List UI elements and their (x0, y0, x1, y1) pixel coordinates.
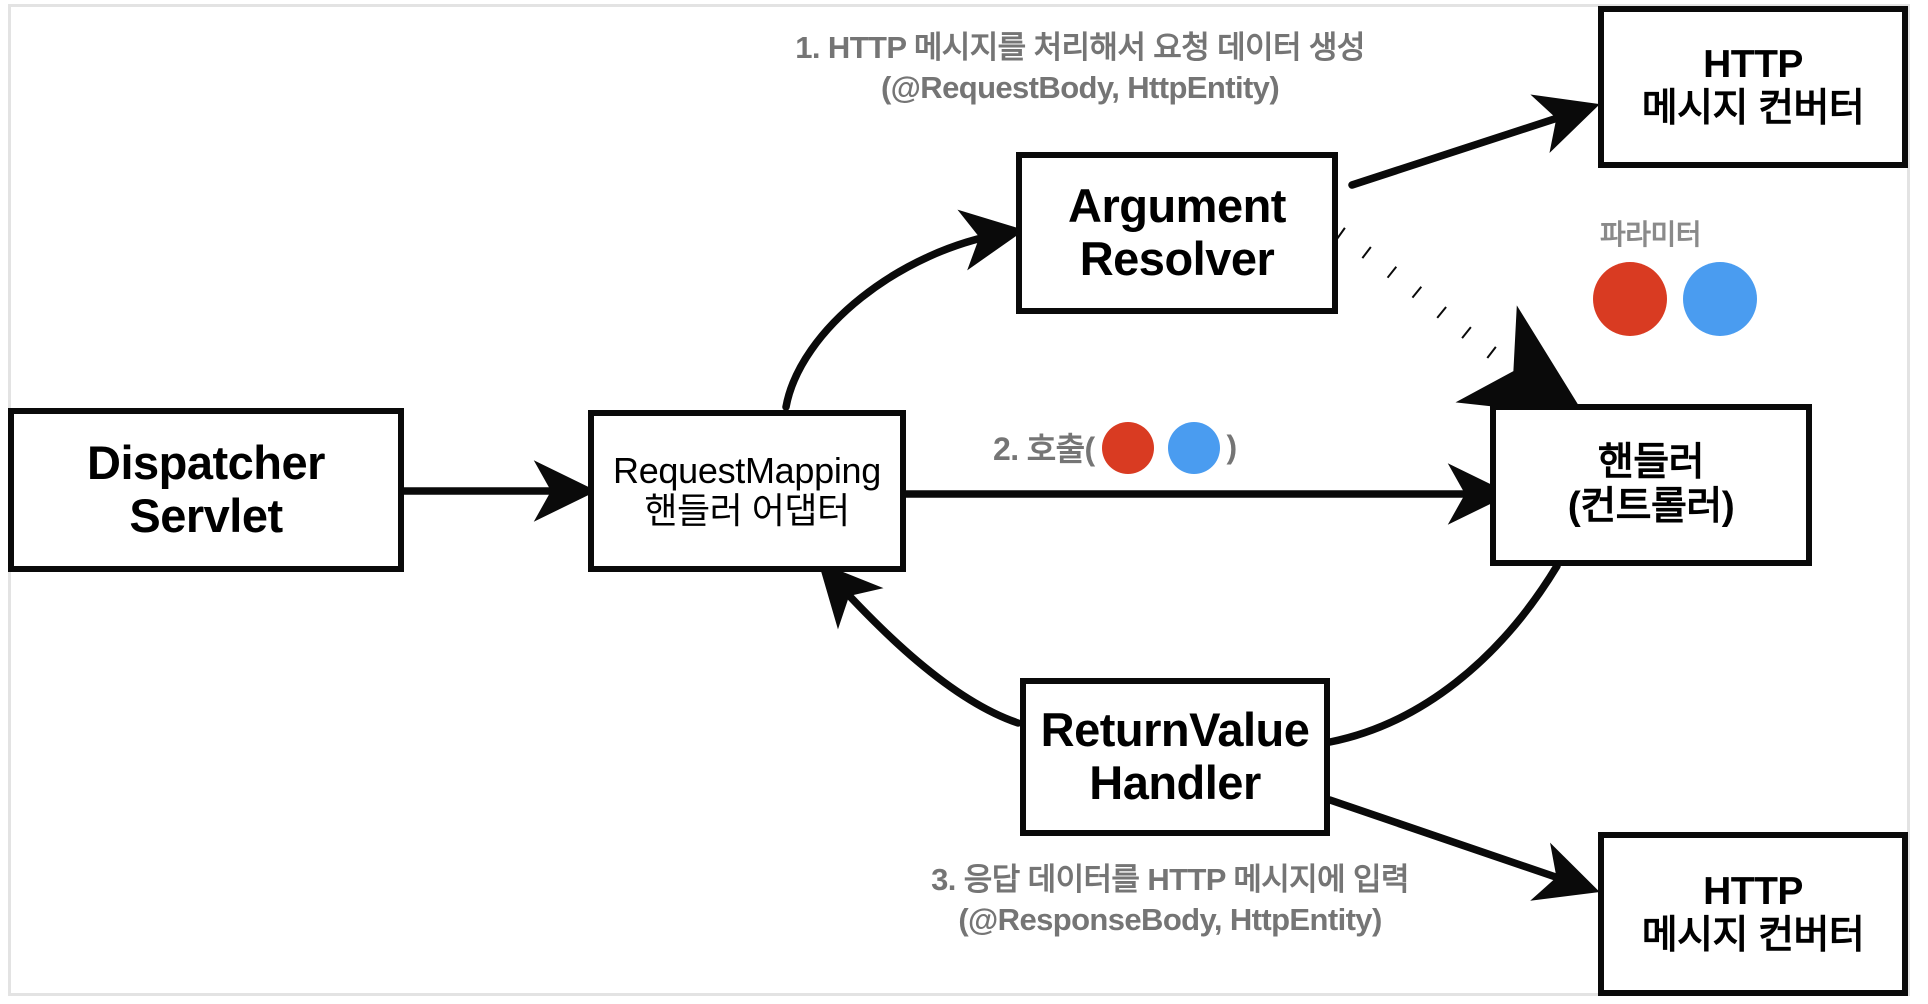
caption-step-1-line-1: 1. HTTP 메시지를 처리해서 요청 데이터 생성 (795, 30, 1365, 65)
parameter-dot-red (1593, 262, 1667, 336)
node-handler-controller-line-2: (컨트롤러) (1567, 485, 1735, 528)
caption-step-2-suffix: ) (1226, 428, 1238, 465)
node-request-mapping-handler-adapter[interactable]: RequestMapping 핸들러 어댑터 (588, 410, 906, 572)
node-request-mapping-handler-adapter-line-2: 핸들러 어댑터 (644, 490, 850, 531)
node-dispatcher-servlet-line-2: Servlet (129, 489, 283, 542)
node-http-message-converter-bottom-line-1: HTTP (1703, 870, 1803, 914)
caption-step-2-prefix: 2. 호출( (993, 431, 1095, 467)
node-http-message-converter-top-line-2: 메시지 컨버터 (1641, 87, 1865, 130)
node-request-mapping-handler-adapter-line-1: RequestMapping (613, 449, 881, 491)
caption-step-3-line-1: 3. 응답 데이터를 HTTP 메시지에 입력 (931, 862, 1409, 897)
node-http-message-converter-bottom[interactable]: HTTP 메시지 컨버터 (1598, 832, 1908, 996)
caption-step-3: 3. 응답 데이터를 HTTP 메시지에 입력 (@ResponseBody, … (820, 860, 1520, 939)
node-argument-resolver-line-2: Resolver (1079, 232, 1275, 285)
node-argument-resolver[interactable]: Argument Resolver (1016, 152, 1338, 314)
parameter-label: 파라미터 (1600, 219, 1702, 250)
parameter-dot-blue (1683, 262, 1757, 336)
node-handler-controller-line-1: 핸들러 (1597, 441, 1705, 485)
node-return-value-handler[interactable]: ReturnValue Handler (1020, 678, 1330, 836)
caption-step-3-line-2: (@ResponseBody, HttpEntity) (958, 901, 1382, 937)
node-http-message-converter-top-line-1: HTTP (1703, 43, 1803, 87)
node-handler-controller[interactable]: 핸들러 (컨트롤러) (1490, 404, 1812, 566)
node-dispatcher-servlet-line-1: Dispatcher (87, 436, 325, 490)
node-argument-resolver-line-1: Argument (1068, 179, 1286, 233)
node-http-message-converter-bottom-line-2: 메시지 컨버터 (1641, 914, 1865, 957)
node-dispatcher-servlet[interactable]: Dispatcher Servlet (8, 408, 404, 572)
parameter-dot-blue-inline (1167, 422, 1220, 474)
node-http-message-converter-top[interactable]: HTTP 메시지 컨버터 (1598, 6, 1908, 168)
node-return-value-handler-line-1: ReturnValue (1040, 703, 1310, 757)
node-return-value-handler-line-2: Handler (1089, 756, 1261, 809)
caption-step-1-line-2: (@RequestBody, HttpEntity) (880, 69, 1280, 105)
caption-step-2: 2. 호출( ) (993, 421, 1238, 474)
parameter-dot-red-inline (1101, 422, 1154, 474)
caption-step-1: 1. HTTP 메시지를 처리해서 요청 데이터 생성 (@RequestBod… (760, 28, 1400, 107)
